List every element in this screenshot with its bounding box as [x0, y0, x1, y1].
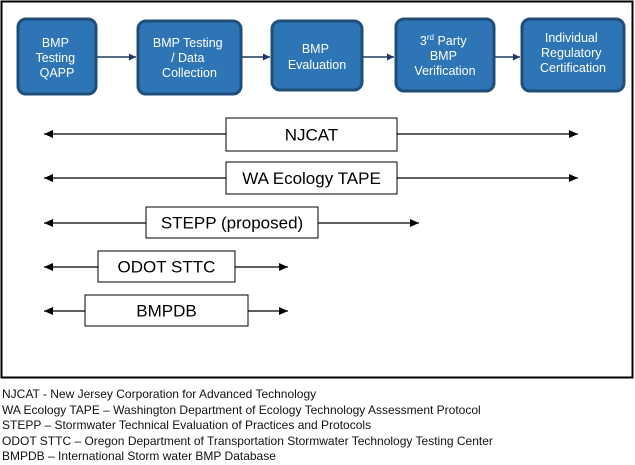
svg-text:3rd Party BMP Veri: 3rd Party BMP Verification — [414, 33, 475, 78]
range-stepp-label-box — [145, 206, 319, 239]
stage-eval-line-1: BMP — [302, 42, 329, 56]
stage-box-data-collection: BMP Testing / Data Collection — [136, 19, 243, 96]
stage-qapp-line-2: Testing — [35, 51, 75, 65]
legend-bmpdb: BMPDB – International Storm water BMP Da… — [2, 449, 276, 463]
svg-text:Individual Regulatory: Individual Regulatory Certification — [540, 31, 606, 75]
legend-odot-sttc: ODOT STTC – Oregon Department of Transpo… — [2, 433, 493, 448]
stage-data-line-3: Collection — [162, 66, 217, 80]
range-njcat-label: NJCAT — [285, 126, 339, 145]
stage-verif-line-3: Verification — [414, 64, 475, 78]
stage-box-qapp: BMP Testing QAPP — [16, 17, 98, 96]
stage-cert-line-1: Individual — [545, 31, 598, 45]
svg-text:BMP Testing / Data: BMP Testing / Data Collection — [153, 36, 226, 80]
range-odot-sttc: ODOT STTC — [44, 250, 288, 283]
stage-verif-line-2: BMP — [430, 49, 457, 63]
stage-data-line-2: / Data — [171, 51, 204, 65]
diagram-frame — [0, 0, 634, 379]
range-tape-label: WA Ecology TAPE — [242, 169, 381, 188]
svg-text:BMP Evaluation: BMP Evaluation — [288, 42, 346, 72]
stage-cert-line-3: Certification — [540, 61, 606, 75]
range-njcat-label-box — [225, 117, 398, 152]
range-odot-label: ODOT STTC — [118, 258, 216, 277]
range-bmpdb-label-box — [84, 294, 249, 327]
range-wa-ecology-tape: WA Ecology TAPE — [44, 161, 578, 195]
range-odot-label-box — [97, 250, 236, 283]
range-njcat: NJCAT — [44, 117, 578, 152]
stage-cert-line-2: Regulatory — [541, 46, 602, 60]
stage-qapp-line-1: BMP — [42, 36, 69, 50]
bmp-process-diagram: BMP Testing QAPP BMP Testing / Data Coll… — [0, 0, 634, 379]
stage-box-certification: Individual Regulatory Certification — [520, 17, 626, 93]
legend-stepp: STEPP – Stormwater Technical Evaluation … — [2, 418, 372, 432]
stage-eval-line-2: Evaluation — [288, 58, 346, 72]
stage-data-line-1: BMP Testing — [153, 36, 223, 50]
stage-qapp-line-3: QAPP — [40, 66, 75, 80]
range-bmpdb-label: BMPDB — [136, 302, 196, 321]
legend-wa-ecology-tape: WA Ecology TAPE – Washington Department … — [2, 402, 481, 417]
acronym-legend: NJCAT - New Jersey Corporation for Advan… — [2, 387, 632, 465]
legend-njcat: NJCAT - New Jersey Corporation for Advan… — [2, 387, 317, 401]
stage-box-evaluation: BMP Evaluation — [270, 19, 364, 92]
range-tape-label-box — [225, 161, 398, 195]
stage-verif-line-1: 3rd Party — [420, 33, 467, 48]
svg-text:BMP Testing QAPP: BMP Testing QAPP — [35, 36, 78, 80]
stage-box-verification: 3rd Party BMP Verification — [394, 17, 496, 93]
range-bmpdb: BMPDB — [44, 294, 288, 327]
range-stepp: STEPP (proposed) — [44, 206, 419, 239]
range-stepp-label: STEPP (proposed) — [161, 214, 303, 233]
